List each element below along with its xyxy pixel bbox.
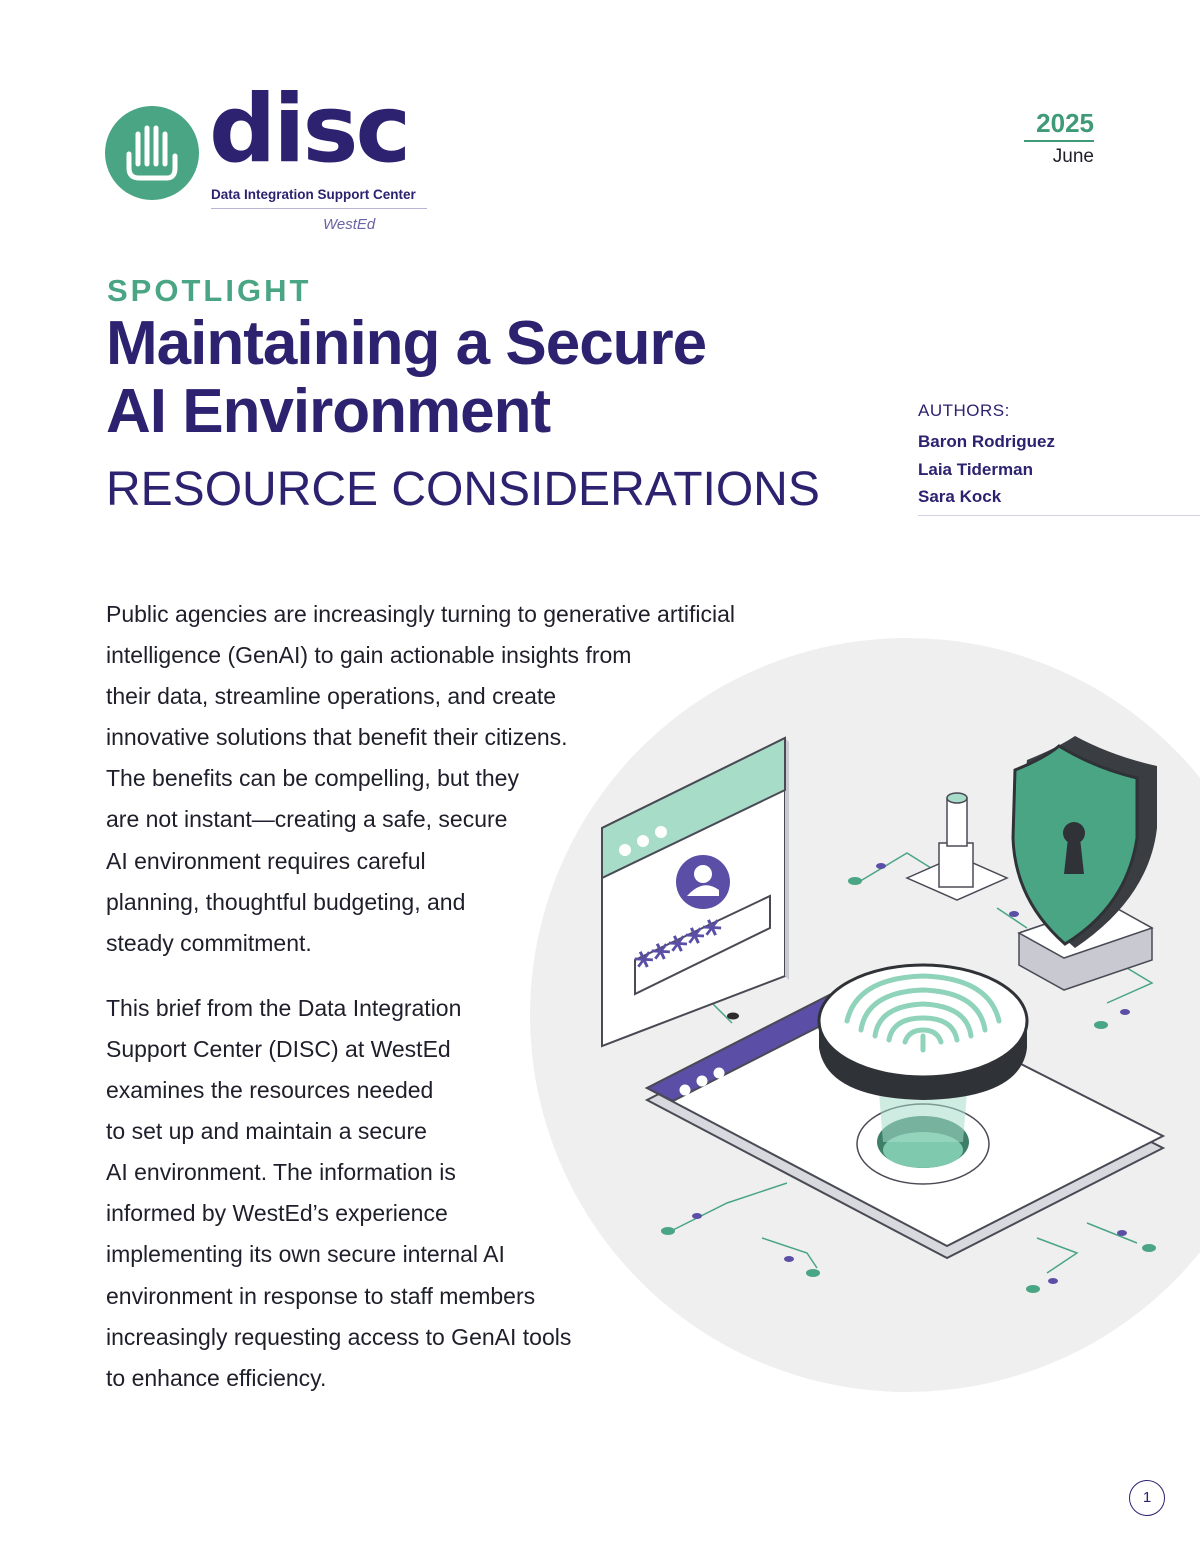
- publication-date: 2025 June: [1004, 108, 1094, 168]
- circuit-nodes: [661, 863, 1156, 1293]
- login-window: *****: [601, 736, 789, 1048]
- circuit-lines: [666, 852, 1154, 1274]
- logo-wordmark: disc: [209, 75, 411, 184]
- text-line: Public agencies are increasingly turning…: [106, 601, 736, 627]
- title-line-1: Maintaining a Secure: [106, 309, 707, 378]
- brief-paragraph: This brief from the Data Integration Sup…: [106, 988, 806, 1399]
- pillar-device: [905, 792, 1009, 901]
- text-line: environment in response to staff members: [106, 1282, 536, 1309]
- text-line: to set up and maintain a secure: [106, 1118, 427, 1145]
- authors-divider: [918, 514, 1200, 516]
- intro-paragraph: Public agencies are increasingly turning…: [106, 594, 806, 964]
- text-line: Support Center (DISC) at WestEd: [106, 1035, 451, 1062]
- text-line: innovative solutions that benefit their …: [106, 724, 568, 751]
- text-line: AI environment requires careful: [106, 847, 426, 874]
- author-name: Laia Tiderman: [918, 459, 1033, 479]
- security-illustration: *****: [530, 638, 1200, 1392]
- text-line: This brief from the Data Integration: [106, 994, 462, 1021]
- title-line-2: AI Environment: [106, 377, 551, 446]
- text-line: AI environment. The information is: [106, 1159, 456, 1186]
- shield-lock-icon: [1011, 736, 1157, 991]
- authors-block: AUTHORS: Baron Rodriguez Laia Tiderman S…: [918, 401, 1200, 516]
- eyebrow-label: SPOTLIGHT: [107, 273, 312, 308]
- text-line: steady commitment.: [106, 929, 312, 956]
- text-line: are not instant—creating a safe, secure: [106, 806, 508, 833]
- text-line: intelligence (GenAI) to gain actionable …: [106, 642, 632, 669]
- text-line: increasingly requesting access to GenAI …: [106, 1323, 572, 1350]
- body-text: Public agencies are increasingly turning…: [106, 594, 806, 1399]
- page-subtitle: RESOURCE CONSIDERATIONS: [106, 463, 820, 516]
- author-name: Sara Kock: [918, 487, 1002, 506]
- text-line: to enhance efficiency.: [106, 1364, 327, 1391]
- date-year: 2025: [1036, 108, 1094, 138]
- text-line: their data, streamline operations, and c…: [106, 683, 557, 710]
- text-line: informed by WestEd’s experience: [106, 1200, 448, 1227]
- wested-logo: WestEd: [323, 216, 376, 233]
- text-line: planning, thoughtful budgeting, and: [106, 888, 466, 915]
- text-line: implementing its own secure internal AI: [106, 1241, 505, 1268]
- date-month: June: [1052, 146, 1094, 167]
- authors-label: AUTHORS:: [918, 401, 1010, 420]
- disc-logo: disc Data Integration Support Center Wes…: [105, 83, 435, 238]
- page-title: Maintaining a Secure AI Environment: [106, 309, 707, 446]
- logo-tagline: Data Integration Support Center: [211, 187, 416, 202]
- logo-divider: [211, 208, 427, 209]
- hand-icon: [105, 106, 199, 200]
- text-line: examines the resources needed: [106, 1077, 434, 1104]
- scanner-tablet: [644, 979, 1166, 1260]
- fingerprint-icon: [817, 963, 1029, 1100]
- page-number: 1: [1129, 1480, 1165, 1516]
- date-divider: [1024, 140, 1094, 142]
- author-name: Baron Rodriguez: [918, 432, 1055, 451]
- text-line: The benefits can be compelling, but they: [106, 765, 519, 792]
